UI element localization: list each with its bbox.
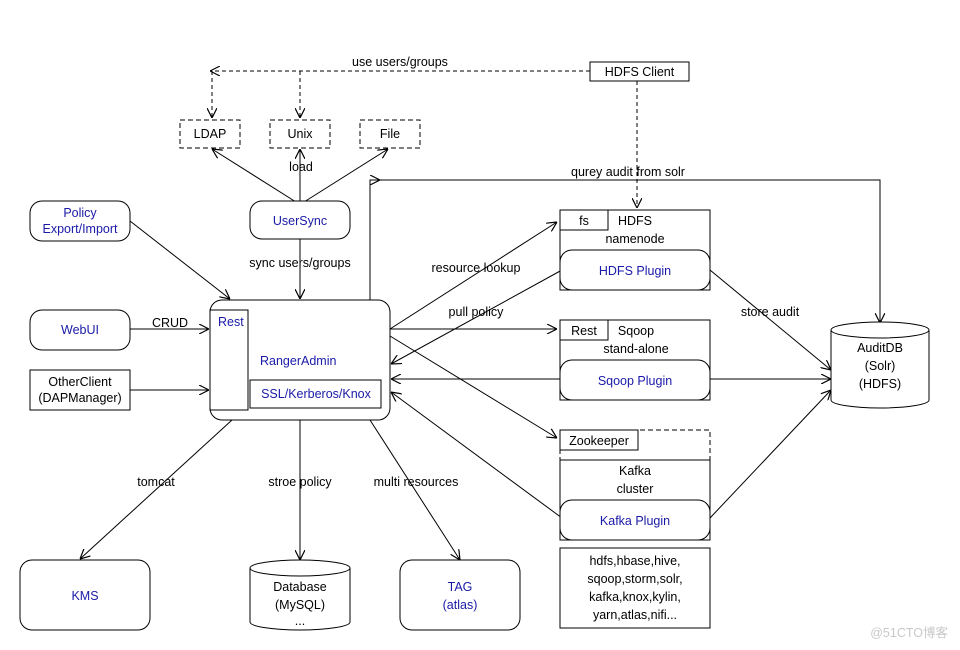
webui-node: WebUI bbox=[29, 309, 131, 351]
ranger-admin-node: Rest RangerAdmin SSL/Kerberos/Knox bbox=[209, 299, 391, 421]
components-line-3: kafka,knox,kylin, bbox=[589, 590, 681, 604]
hdfs-title-label-2: namenode bbox=[605, 232, 664, 246]
components-line-1: hdfs,hbase,hive, bbox=[589, 554, 680, 568]
tag-label-2: (atlas) bbox=[443, 598, 478, 612]
ldap-label: LDAP bbox=[194, 127, 227, 141]
policy-export-label-2: Export/Import bbox=[42, 222, 118, 236]
ranger-admin-rest-label: Rest bbox=[218, 315, 244, 329]
hdfs-client-node: HDFS Client bbox=[589, 61, 690, 82]
kms-label: KMS bbox=[71, 589, 98, 603]
auditdb-label-2: (Solr) bbox=[865, 359, 896, 373]
hdfs-client-label: HDFS Client bbox=[605, 65, 675, 79]
kafka-title-label-2: cluster bbox=[617, 482, 654, 496]
sqoop-node: Rest Sqoop stand-alone Sqoop Plugin bbox=[559, 319, 711, 401]
database-node: Database (MySQL) ... bbox=[249, 559, 351, 631]
policy-export-label-1: Policy bbox=[63, 206, 97, 220]
edge-policy-export bbox=[129, 220, 230, 299]
label-crud: CRUD bbox=[152, 316, 188, 330]
otherclient-node: OtherClient (DAPManager) bbox=[29, 369, 131, 411]
hdfs-plugin-label: HDFS Plugin bbox=[599, 264, 671, 278]
sqoop-title-label-2: stand-alone bbox=[603, 342, 668, 356]
edge-hdfs-plugin-to-admin bbox=[391, 269, 563, 364]
otherclient-label-2: (DAPManager) bbox=[38, 391, 121, 405]
otherclient-label-1: OtherClient bbox=[48, 375, 112, 389]
tag-atlas-node: TAG (atlas) bbox=[399, 559, 521, 631]
unix-node: Unix bbox=[269, 119, 331, 149]
database-label-1: Database bbox=[273, 580, 327, 594]
edge-use-users-groups bbox=[210, 71, 590, 118]
edge-to-zookeeper bbox=[389, 335, 557, 438]
hdfs-fs-label: fs bbox=[579, 214, 589, 228]
zookeeper-label: Zookeeper bbox=[569, 434, 629, 448]
database-label-3: ... bbox=[295, 614, 305, 628]
zookeeper-node: Zookeeper bbox=[559, 429, 711, 461]
database-label-2: (MySQL) bbox=[275, 598, 325, 612]
file-label: File bbox=[380, 127, 400, 141]
hdfs-namenode-node: fs HDFS namenode HDFS Plugin bbox=[559, 209, 711, 291]
ldap-node: LDAP bbox=[179, 119, 241, 149]
edge-multi-resources bbox=[369, 419, 460, 560]
label-resource-lookup: resource lookup bbox=[432, 261, 521, 275]
supported-components-node: hdfs,hbase,hive, sqoop,storm,solr, kafka… bbox=[559, 547, 711, 629]
label-load: load bbox=[289, 160, 313, 174]
auditdb-label-3: (HDFS) bbox=[859, 377, 901, 391]
auditdb-node: AuditDB (Solr) (HDFS) bbox=[830, 321, 930, 409]
edge-store-audit bbox=[709, 269, 831, 519]
kms-node: KMS bbox=[19, 559, 151, 631]
usersync-node: UserSync bbox=[249, 200, 351, 240]
sqoop-plugin-label: Sqoop Plugin bbox=[598, 374, 672, 388]
edge-tomcat bbox=[80, 419, 233, 559]
hdfs-title-label-1: HDFS bbox=[618, 214, 652, 228]
ranger-admin-ssl-label: SSL/Kerberos/Knox bbox=[261, 387, 372, 401]
edge-resource-lookup bbox=[389, 222, 557, 330]
policy-export-import-node: Policy Export/Import bbox=[29, 200, 131, 242]
ranger-admin-label: RangerAdmin bbox=[260, 354, 336, 368]
file-node: File bbox=[359, 119, 421, 149]
unix-label: Unix bbox=[287, 127, 313, 141]
auditdb-label-1: AuditDB bbox=[857, 341, 903, 355]
tag-label-1: TAG bbox=[448, 580, 473, 594]
components-line-2: sqoop,storm,solr, bbox=[587, 572, 682, 586]
components-line-4: yarn,atlas,nifi... bbox=[593, 608, 677, 622]
sqoop-rest-label: Rest bbox=[571, 324, 597, 338]
label-use-users-groups: use users/groups bbox=[352, 55, 448, 69]
label-multi-resources: multi resources bbox=[374, 475, 459, 489]
edge-load bbox=[212, 149, 388, 203]
label-pull-policy: pull policy bbox=[449, 305, 505, 319]
label-store-audit: store audit bbox=[741, 305, 800, 319]
label-stroe-policy: stroe policy bbox=[268, 475, 332, 489]
watermark-text: @51CTO博客 bbox=[870, 625, 948, 640]
edge-query-audit bbox=[369, 179, 880, 323]
kafka-plugin-label: Kafka Plugin bbox=[600, 514, 670, 528]
label-tomcat: tomcat bbox=[137, 475, 175, 489]
kafka-title-label-1: Kafka bbox=[619, 464, 651, 478]
kafka-cluster-node: Kafka cluster Kafka Plugin bbox=[559, 459, 711, 541]
sqoop-title-label-1: Sqoop bbox=[618, 324, 654, 338]
usersync-label: UserSync bbox=[273, 214, 327, 228]
edge-kafka-plugin-to-admin bbox=[391, 392, 563, 519]
webui-label: WebUI bbox=[61, 323, 99, 337]
label-sync-users-groups: sync users/groups bbox=[249, 256, 350, 270]
label-qurey-audit: qurey audit from solr bbox=[571, 165, 685, 179]
